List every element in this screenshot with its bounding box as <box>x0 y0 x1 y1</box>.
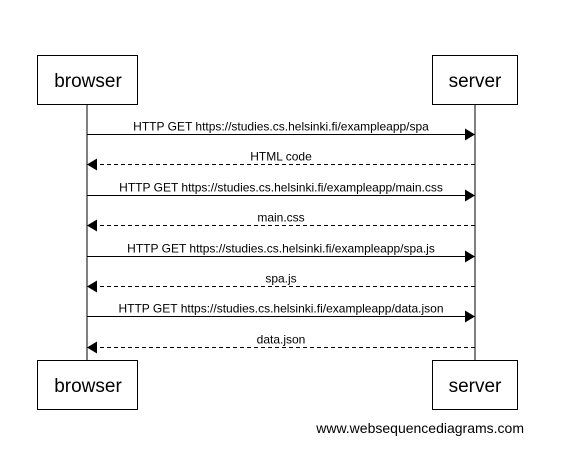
participant-server-top: server <box>432 55 518 105</box>
message-label: data.json <box>257 333 306 347</box>
message-3: HTTP GET https://studies.cs.helsinki.fi/… <box>87 181 475 202</box>
participant-browser-bottom: browser <box>37 360 138 410</box>
message-label: HTTP GET https://studies.cs.helsinki.fi/… <box>133 120 429 134</box>
message-list: HTTP GET https://studies.cs.helsinki.fi/… <box>87 120 475 354</box>
participant-server-bottom: server <box>432 360 518 410</box>
message-label: spa.js <box>265 272 296 286</box>
message-label: HTTP GET https://studies.cs.helsinki.fi/… <box>118 302 443 316</box>
message-4: main.css <box>87 211 475 232</box>
message-label: HTML code <box>250 150 312 164</box>
arrow-head-icon <box>465 310 475 323</box>
message-8: data.json <box>87 333 475 354</box>
message-label: main.css <box>257 211 304 225</box>
message-2: HTML code <box>87 150 475 171</box>
message-label: HTTP GET https://studies.cs.helsinki.fi/… <box>119 181 443 195</box>
participant-browser-bottom-label: browser <box>54 376 122 397</box>
watermark: www.websequencediagrams.com <box>315 420 524 436</box>
participant-browser-top-label: browser <box>54 71 122 92</box>
participant-browser-top: browser <box>37 55 138 105</box>
message-label: HTTP GET https://studies.cs.helsinki.fi/… <box>127 242 435 256</box>
arrow-head-icon <box>465 128 475 141</box>
participant-server-top-label: server <box>449 71 502 92</box>
arrow-head-icon <box>465 250 475 263</box>
arrow-head-icon <box>87 158 97 171</box>
message-6: spa.js <box>87 272 475 293</box>
arrow-head-icon <box>87 219 97 232</box>
arrow-head-icon <box>87 280 97 293</box>
message-1: HTTP GET https://studies.cs.helsinki.fi/… <box>87 120 475 141</box>
message-5: HTTP GET https://studies.cs.helsinki.fi/… <box>87 242 475 263</box>
participant-server-bottom-label: server <box>449 376 502 397</box>
message-7: HTTP GET https://studies.cs.helsinki.fi/… <box>87 302 475 323</box>
arrow-head-icon <box>87 341 97 354</box>
arrow-head-icon <box>465 189 475 202</box>
